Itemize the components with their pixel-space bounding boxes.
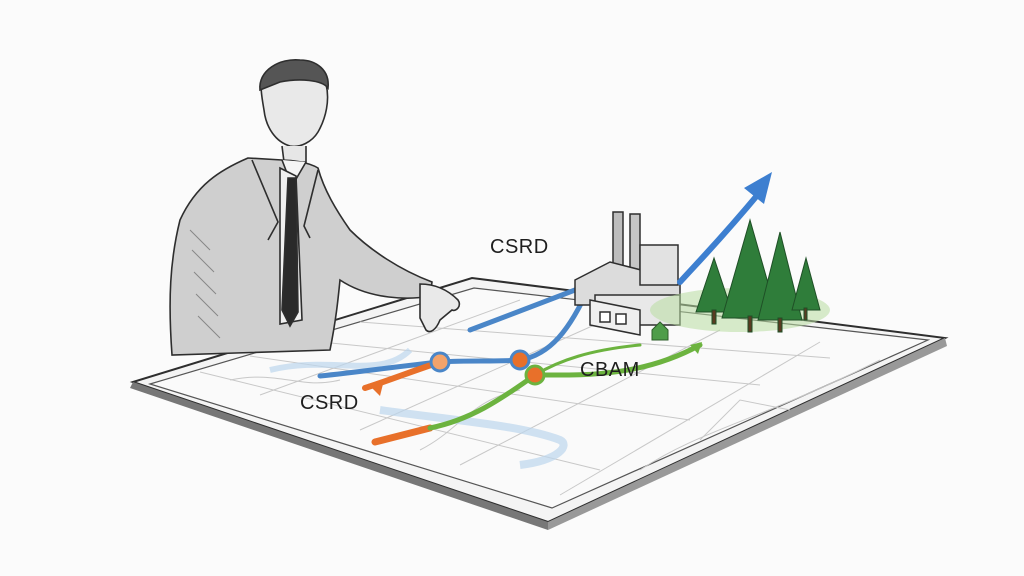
house-icon <box>651 321 669 341</box>
route-node <box>509 349 531 371</box>
cbam-label: CBAM <box>580 359 640 381</box>
blue-route <box>317 282 593 379</box>
pine-tree-icon <box>695 218 821 333</box>
routes <box>317 282 703 446</box>
route-node <box>429 351 451 373</box>
csrd-label-top: CSRD <box>490 236 549 258</box>
orange-route-lower <box>371 424 434 446</box>
trend-arrow-icon <box>677 172 772 285</box>
route-node <box>524 364 546 386</box>
csrd-label-left: CSRD <box>300 392 359 414</box>
map-board <box>129 276 949 530</box>
blue-route-upper <box>467 287 578 333</box>
businessman-sketch <box>169 59 461 356</box>
